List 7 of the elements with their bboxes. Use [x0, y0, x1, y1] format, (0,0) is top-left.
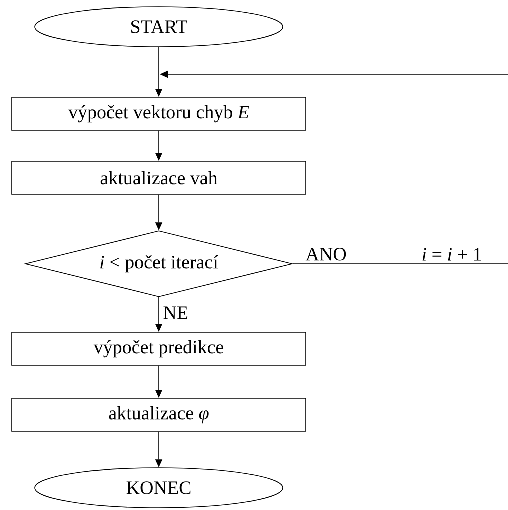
process-box: výpočet predikce — [12, 332, 306, 366]
process-box: výpočet vektoru chyb E — [12, 97, 306, 131]
process-box: aktualizace φ — [12, 398, 306, 432]
edge-label: NE — [162, 306, 190, 320]
process-box: aktualizace vah — [12, 161, 306, 195]
loop-label: i = i + 1 — [422, 248, 482, 261]
edge-label: ANO — [304, 247, 348, 262]
